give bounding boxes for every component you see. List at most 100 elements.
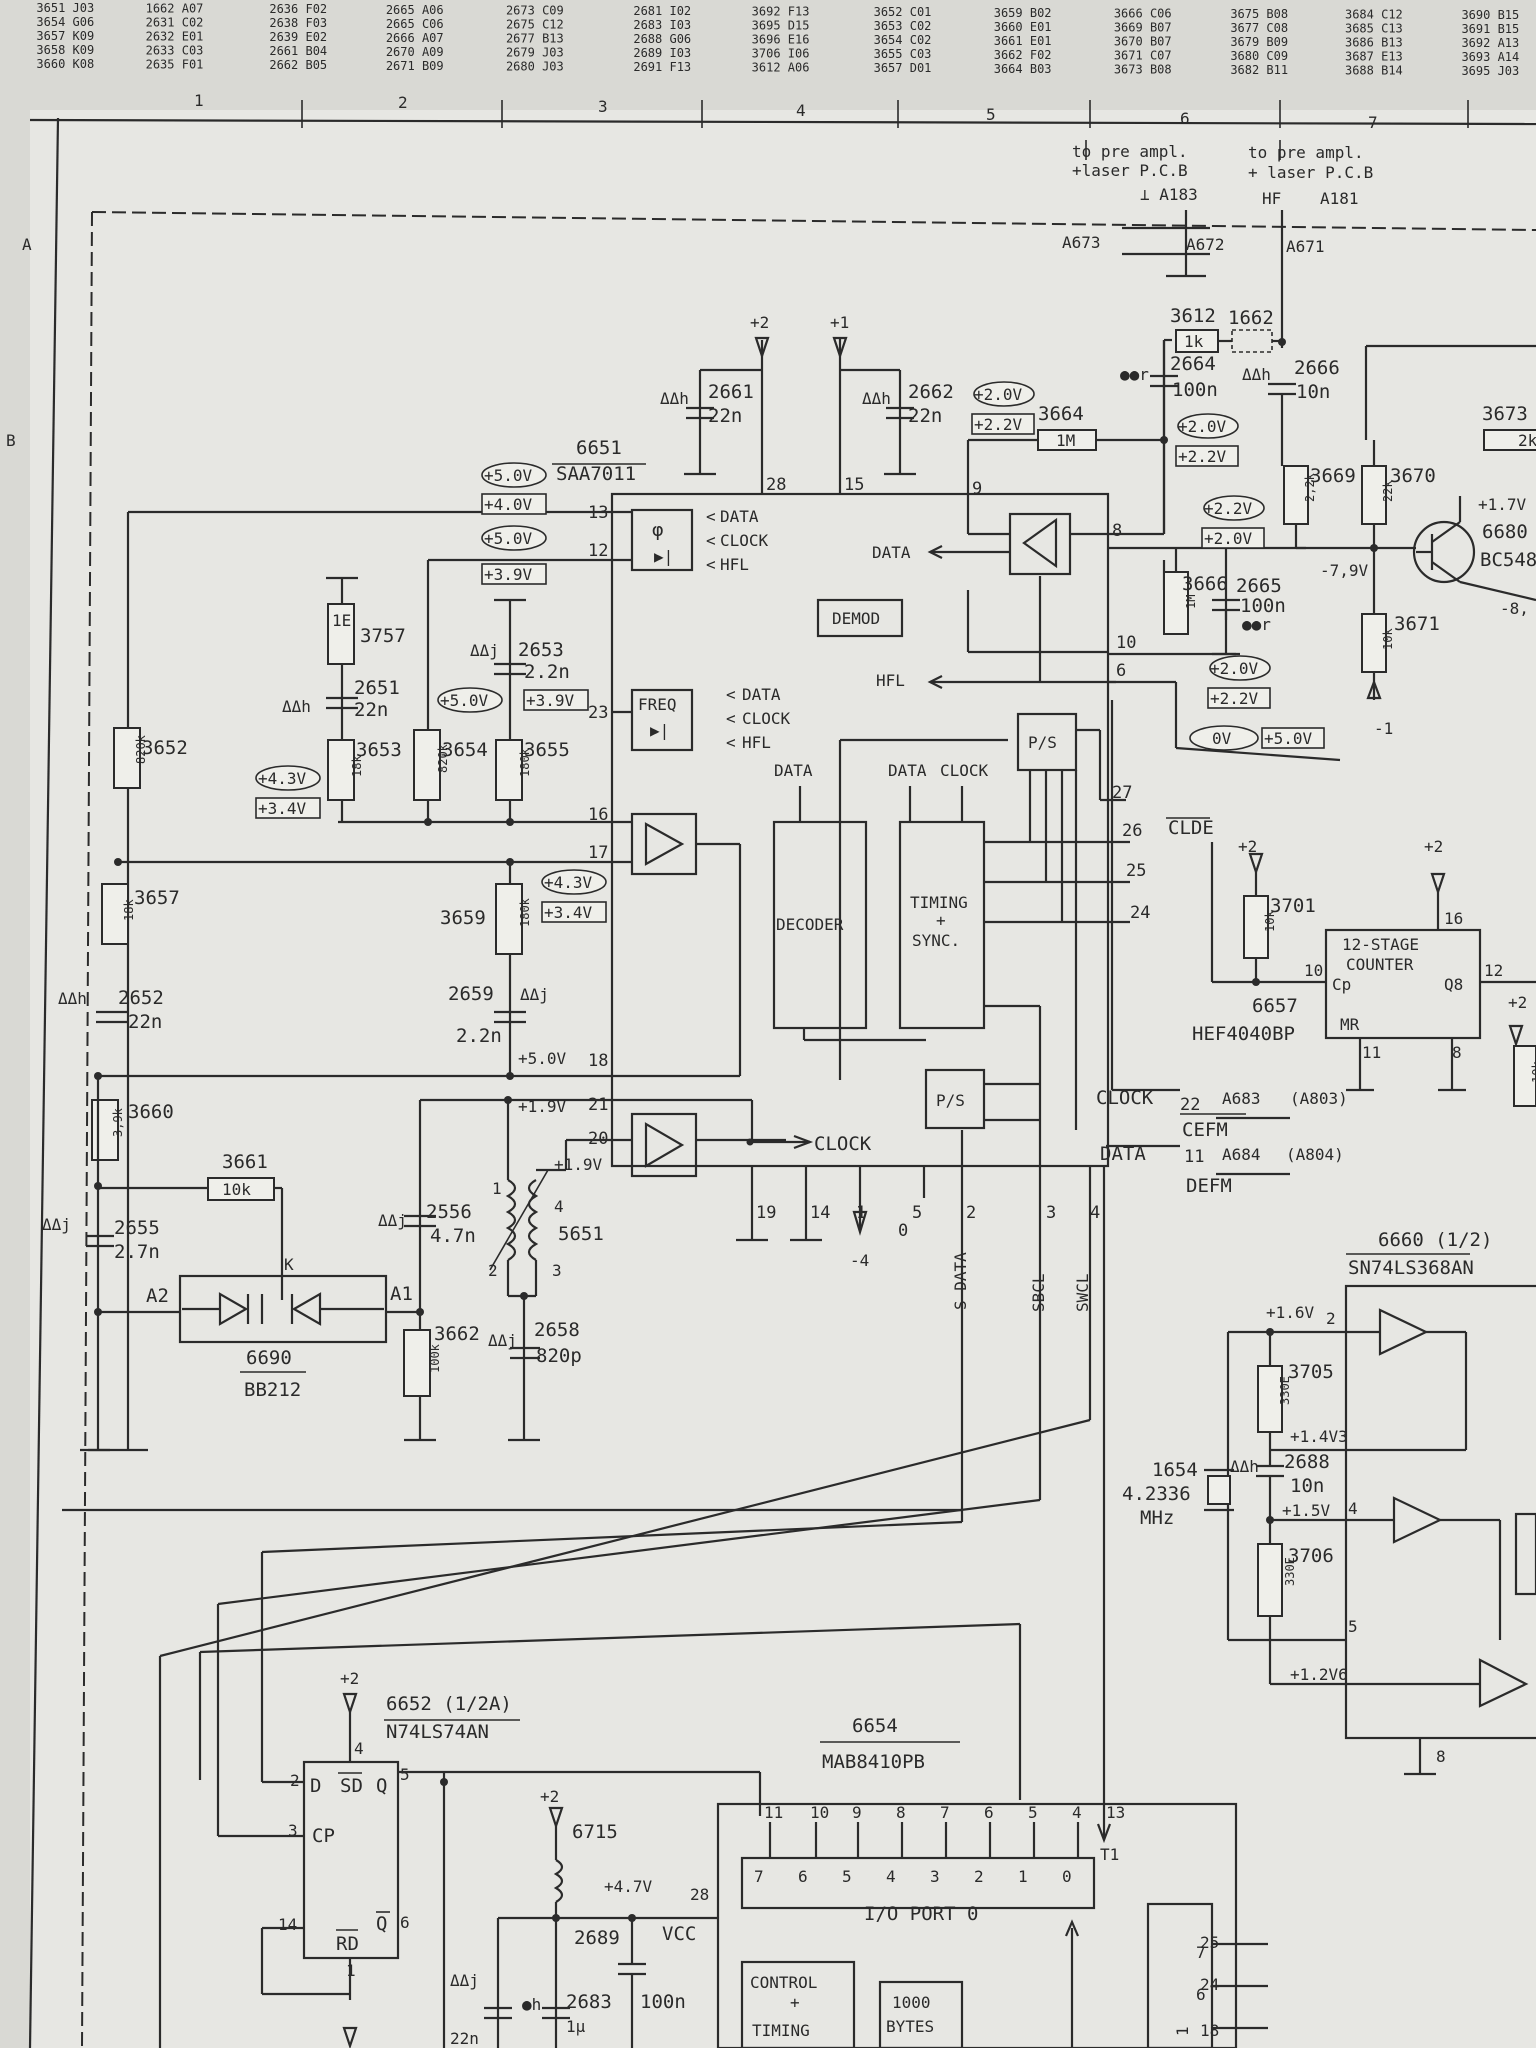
s-data-label: S DATA: [951, 1252, 970, 1310]
svg-text:8: 8: [1112, 521, 1122, 541]
svg-text:+1.4V3: +1.4V3: [1290, 1427, 1348, 1446]
svg-text:22n: 22n: [450, 2029, 479, 2048]
parts-index-entry: 2636 F02: [269, 2, 327, 16]
svg-text:CONTROL: CONTROL: [750, 1973, 817, 1992]
parts-index-entry: 3684 C12: [1345, 8, 1403, 22]
svg-text:1000: 1000: [892, 1993, 931, 2012]
supply-plus2-a: +2: [750, 313, 769, 332]
decoder-data-label: DATA: [774, 761, 813, 780]
resistor-3653: 18k 3653: [327, 739, 402, 801]
parts-index-entry: 3677 C08: [1230, 21, 1288, 35]
parts-index-entry: 2633 C03: [146, 44, 204, 58]
svg-text:12: 12: [588, 541, 608, 561]
demod-data-out: DATA: [872, 543, 911, 562]
svg-text:17: 17: [588, 843, 608, 863]
svg-text:820k: 820k: [436, 743, 450, 773]
connector-hf: HF: [1262, 189, 1281, 208]
svg-text:+3.4V: +3.4V: [544, 903, 593, 922]
grid-row-a: A: [22, 235, 32, 254]
svg-text:1μ: 1μ: [566, 2017, 586, 2036]
svg-text:6657: 6657: [1252, 995, 1298, 1017]
svg-text:330E: 330E: [1278, 1376, 1292, 1405]
parts-index-entry: 2681 I02: [633, 4, 691, 18]
svg-text:▶|: ▶|: [650, 721, 669, 740]
svg-text:15: 15: [844, 475, 864, 495]
svg-text:9: 9: [972, 479, 982, 499]
svg-text:3652: 3652: [142, 737, 188, 759]
parts-index-entry: 3670 B07: [1114, 34, 1172, 48]
svg-text:+4.0V: +4.0V: [484, 495, 533, 514]
svg-text:3653: 3653: [356, 739, 402, 761]
mcu-top-pin: 11: [764, 1803, 783, 1822]
parts-index-entry: 3669 B07: [1114, 20, 1172, 34]
svg-text:3654: 3654: [442, 739, 488, 761]
connector-a672: A672: [1186, 235, 1225, 254]
resistor-3660: 3,9k 3660: [91, 1099, 174, 1161]
mcu-pin-28: 28: [690, 1885, 709, 1904]
svg-text:Cp: Cp: [1332, 975, 1351, 994]
svg-text:18: 18: [1200, 2021, 1219, 2040]
parts-index-entry: 2677 B13: [506, 31, 564, 45]
phi-clock-label: CLOCK: [720, 531, 769, 550]
connector-a181: A181: [1320, 189, 1359, 208]
grid-col-6: 6: [1180, 109, 1190, 128]
parts-index-entry: 3706 I06: [752, 47, 810, 61]
resistor-3701: 10k 3701: [1243, 895, 1316, 959]
svg-text:<: <: [706, 555, 716, 574]
resistor-3705: 330E 3705: [1257, 1361, 1334, 1433]
svg-text:+3.4V: +3.4V: [258, 799, 307, 818]
svg-text:14: 14: [278, 1915, 297, 1934]
connector-a684: A684: [1222, 1145, 1261, 1164]
svg-text:2683: 2683: [566, 1991, 612, 2013]
capacitor-2655: ΔΔj 2655 2.7n: [42, 1215, 160, 1263]
svg-text:6: 6: [1116, 661, 1126, 681]
timing-clock-label: CLOCK: [940, 761, 989, 780]
svg-text:2.7n: 2.7n: [114, 1241, 160, 1263]
svg-text:2556: 2556: [426, 1201, 472, 1223]
svg-text:2658: 2658: [534, 1319, 580, 1341]
svg-text:14: 14: [810, 1203, 830, 1223]
svg-text:MAB8410PB: MAB8410PB: [822, 1751, 925, 1773]
svg-text:+5.0V: +5.0V: [518, 1049, 567, 1068]
svg-text:100n: 100n: [640, 1991, 686, 2013]
svg-text:21: 21: [588, 1095, 608, 1115]
connector-a673: A673: [1062, 233, 1101, 252]
capacitor-2659: 2659 ΔΔj 2.2n: [448, 983, 549, 1047]
svg-text:22n: 22n: [128, 1011, 162, 1033]
parts-index-entry: 2689 I03: [633, 46, 691, 60]
parts-index-entry: 3659 B02: [994, 6, 1052, 20]
svg-text:<: <: [706, 531, 716, 550]
cefm-label: CEFM: [1182, 1119, 1228, 1141]
resistor-3662: 100k 3662: [403, 1323, 480, 1397]
svg-text:●●r: ●●r: [1120, 365, 1149, 384]
parts-index-entry: 2679 J03: [506, 45, 564, 59]
resistor-3652: 820k 3652: [113, 727, 188, 789]
ic-6651-ref: 6651: [576, 437, 622, 459]
svg-text:2.2n: 2.2n: [524, 661, 570, 683]
svg-text:25: 25: [1200, 1933, 1219, 1952]
svg-text:CP: CP: [312, 1825, 335, 1847]
svg-text:+2.0V: +2.0V: [974, 385, 1023, 404]
parts-index-entry: 3662 F02: [994, 48, 1052, 62]
svg-text:ΔΔj: ΔΔj: [488, 1331, 517, 1350]
mcu-top-pin: 10: [810, 1803, 829, 1822]
svg-text:+5.0V: +5.0V: [484, 529, 533, 548]
svg-text:10k: 10k: [1381, 628, 1395, 650]
svg-text:5: 5: [912, 1203, 922, 1223]
svg-text:ΔΔh: ΔΔh: [58, 989, 87, 1008]
svg-text:ΔΔh: ΔΔh: [1230, 1457, 1259, 1476]
svg-text:10: 10: [1304, 961, 1323, 980]
freq-hfl-label: HFL: [742, 733, 771, 752]
svg-text:3612: 3612: [1170, 305, 1216, 327]
parts-index-entry: 3612 A06: [752, 61, 810, 75]
parts-index-entry: 3655 C03: [874, 47, 932, 61]
parts-index-entry: 3686 B13: [1345, 36, 1403, 50]
svg-text:ΔΔj: ΔΔj: [450, 1971, 479, 1990]
svg-text:+4.3V: +4.3V: [258, 769, 307, 788]
capacitor-2689: 2689 100n: [574, 1918, 686, 2048]
parts-index-entry: 3671 C07: [1114, 48, 1172, 62]
svg-text:100n: 100n: [1172, 379, 1218, 401]
connector-a804: (A804): [1286, 1145, 1344, 1164]
grid-col-2: 2: [398, 93, 408, 112]
